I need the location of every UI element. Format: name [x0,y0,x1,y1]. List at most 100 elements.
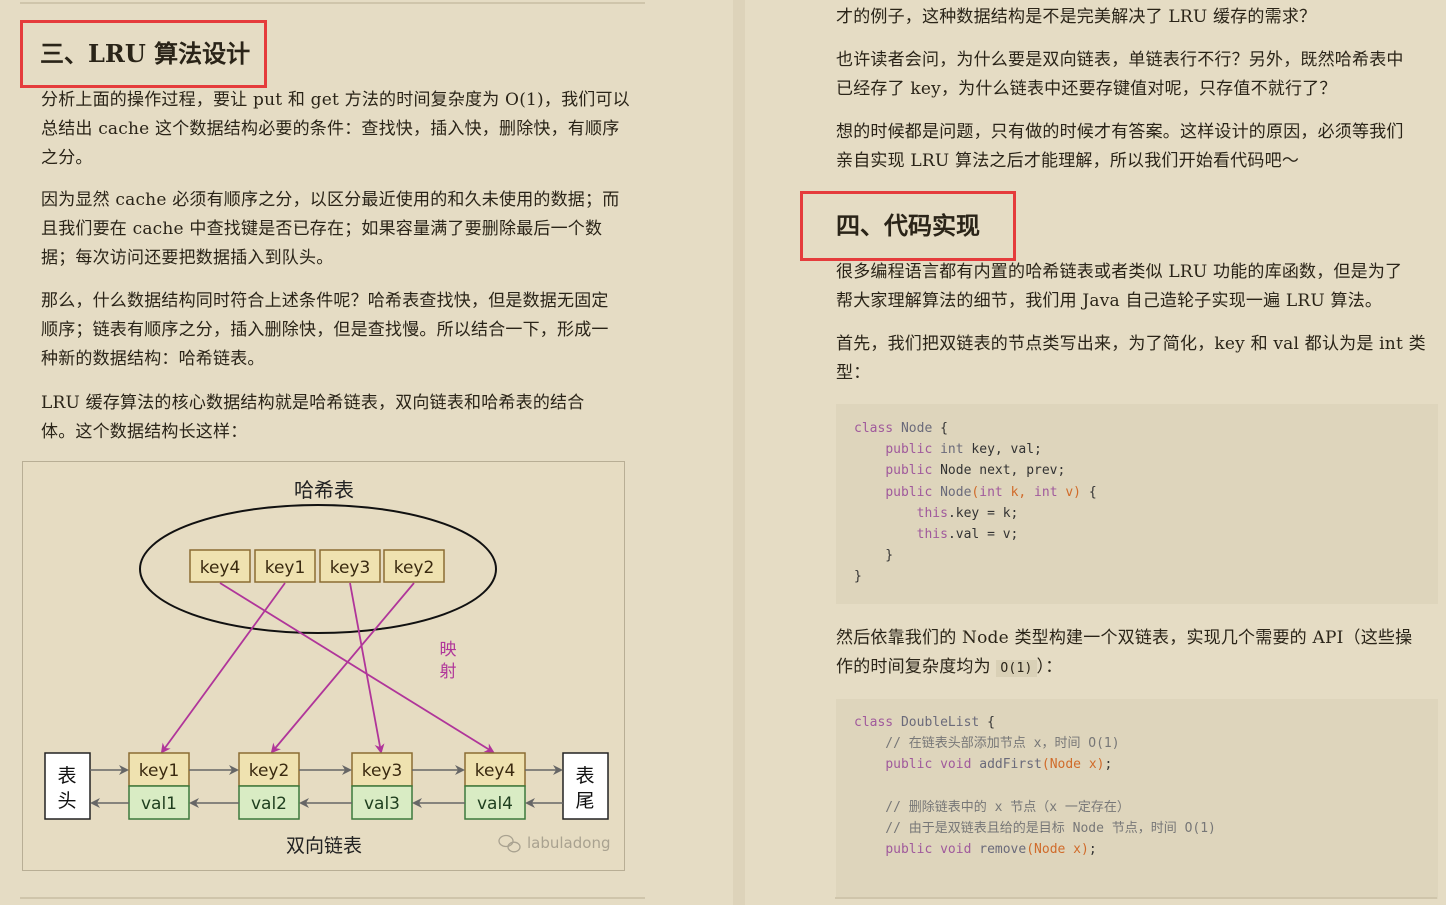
node-key: key2 [249,761,290,781]
hash-key-box: key1 [254,549,316,583]
head-label-2: 头 [57,790,76,812]
list-node: key1 val1 [128,752,190,820]
section-heading-4: 四、代码实现 [836,211,980,240]
code-line: public Node(int k, int v) { [885,484,1097,500]
inline-code: O(1) [996,660,1037,677]
hash-table-title: 哈希表 [294,478,354,502]
code-line: public Node next, prev; [885,463,1066,479]
text-line: 体。这个数据结构长这样： [41,422,248,442]
section-heading-box-4 [800,191,1016,261]
bottom-rule-right [835,897,1437,899]
mapping-label-1: 映 [440,640,457,660]
text-line: 且我们要在 cache 中查找键是否已存在；如果容量满了要删除最后一个数 [41,219,603,239]
node-val: val3 [364,794,400,814]
mapping-label-2: 射 [440,662,457,682]
left-para-2: 因为显然 cache 必须有顺序之分，以区分最近使用的和久未使用的数据；而 且我… [41,186,619,273]
hash-table-ellipse [139,504,497,634]
node-key: key3 [362,761,403,781]
hash-key-label: key3 [330,558,371,578]
right-para-5: 然后依靠我们的 Node 类型构建一个双链表，实现几个需要的 API（这些操 作… [836,624,1412,683]
text-line: LRU 缓存算法的核心数据结构就是哈希链表，双向链表和哈希表的结合 [41,393,585,413]
text-span: ）： [1036,657,1063,677]
text-line: 那么，什么数据结构同时符合上述条件呢？哈希表查找快，但是数据无固定 [41,291,609,311]
watermark: labuladong [498,834,610,853]
list-tail: 表 尾 [562,752,609,820]
text-line: 据；每次访问还要把数据插入到队头。 [41,248,334,268]
node-val: val2 [251,794,287,814]
map-arrow [349,582,385,754]
hash-key-box: key4 [189,549,251,583]
text-line: 因为显然 cache 必须有顺序之分，以区分最近使用的和久未使用的数据；而 [41,190,620,210]
right-para-1: 也许读者会问，为什么要是双向链表，单链表行不行？另外，既然哈希表中 已经存了 k… [836,46,1404,104]
code-line: // 删除链表中的 x 节点（x 一定存在） [854,799,1130,815]
text-line: 才的例子，这种数据结构是不是完美解决了 LRU 缓存的需求？ [836,7,1317,27]
hash-key-label: key1 [265,558,306,578]
text-line: 顺序；链表有顺序之分，插入删除快，但是查找慢。所以结合一下，形成一 [41,320,609,340]
tail-label-2: 尾 [575,790,594,812]
bottom-rule-left [20,897,645,899]
top-rule [20,2,645,4]
left-para-1: 分析上面的操作过程，要让 put 和 get 方法的时间复杂度为 O(1)，我们… [41,86,630,173]
section-heading-box-3 [20,20,267,88]
hash-key-label: key4 [200,558,241,578]
code-line: public void addFirst(Node x); [885,757,1113,773]
node-val: val4 [477,794,513,814]
text-line: 已经存了 key，为什么链表中还要存键值对呢，只存值不就行了？ [836,79,1337,99]
code-line: // 由于是双链表且给的是目标 Node 节点，时间 O(1) [854,821,1216,837]
map-arrow [160,582,286,754]
code-block-node: class Node { public int key, val; public… [836,404,1438,604]
left-para-3: 那么，什么数据结构同时符合上述条件呢？哈希表查找快，但是数据无固定 顺序；链表有… [41,287,609,374]
hash-keys: key4 key1 key3 key2 [189,549,445,583]
text-line: 亲自实现 LRU 算法之后才能理解，所以我们开始看代码吧～ [836,151,1300,171]
head-label-1: 表 [57,765,76,787]
text-line: 型： [836,363,871,383]
text-span: 作的时间复杂度均为 [836,657,997,677]
text-line: 作的时间复杂度均为 O(1)）： [836,653,1412,683]
text-line: 然后依靠我们的 Node 类型构建一个双链表，实现几个需要的 API（这些操 [836,628,1413,648]
hash-key-box: key2 [383,549,445,583]
list-node: key4 val4 [464,752,526,820]
text-line: 帮大家理解算法的细节，我们用 Java 自己造轮子实现一遍 LRU 算法。 [836,291,1383,311]
text-line: 种新的数据结构：哈希链表。 [41,349,265,369]
tail-label-1: 表 [575,765,594,787]
code-line: class Node { [854,421,948,436]
figure-svg: 哈希表 key4 key1 key3 key2 [44,478,610,857]
code-line: public void remove(Node x); [885,842,1097,858]
text-line: 首先，我们把双链表的节点类写出来，为了简化，key 和 val 都认为是 int… [836,334,1426,354]
right-para-2: 想的时候都是问题，只有做的时候才有答案。这样设计的原因，必须等我们 亲自实现 L… [836,118,1404,176]
text-line: 分析上面的操作过程，要让 put 和 get 方法的时间复杂度为 O(1)，我们… [41,90,630,110]
node-key: key1 [139,761,180,781]
text-line: 很多编程语言都有内置的哈希链表或者类似 LRU 功能的库函数，但是为了 [836,262,1403,282]
right-para-0: 才的例子，这种数据结构是不是完美解决了 LRU 缓存的需求？ [836,3,1316,32]
right-para-4: 首先，我们把双链表的节点类写出来，为了简化，key 和 val 都认为是 int… [836,330,1426,388]
text-line: 想的时候都是问题，只有做的时候才有答案。这样设计的原因，必须等我们 [836,122,1404,142]
code-line: class DoubleList { [854,715,995,730]
hash-key-box: key3 [319,549,381,583]
section-heading-3: 三、LRU 算法设计 [40,39,251,68]
node-val: val1 [141,794,177,814]
list-node: key3 val3 [351,752,413,820]
column-gap [733,0,745,905]
list-head: 表 头 [44,752,91,820]
code-block-doublelist: class DoubleList { // 在链表头部添加节点 x，时间 O(1… [836,699,1438,899]
code-line: this.val = v; [916,527,1019,543]
map-arrow [270,582,415,754]
wechat-icon [498,834,521,853]
code-line: public int key, val; [885,442,1042,458]
watermark-text: labuladong [527,834,610,852]
text-line: 之分。 [41,148,93,168]
list-node: key2 val2 [238,752,300,820]
text-line: 也许读者会问，为什么要是双向链表，单链表行不行？另外，既然哈希表中 [836,50,1404,70]
text-line: 总结出 cache 这个数据结构必要的条件：查找快，插入快，删除快，有顺序 [41,119,620,139]
code-line: this.key = k; [916,505,1019,521]
left-para-4: LRU 缓存算法的核心数据结构就是哈希链表，双向链表和哈希表的结合 体。这个数据… [41,389,584,447]
right-para-3: 很多编程语言都有内置的哈希链表或者类似 LRU 功能的库函数，但是为了 帮大家理… [836,258,1402,316]
hash-key-label: key2 [394,558,435,578]
linked-list-title: 双向链表 [286,835,362,857]
mapping-arrows [160,582,495,754]
code-line: } [854,569,862,585]
node-key: key4 [475,761,516,781]
code-line: // 在链表头部添加节点 x，时间 O(1) [854,736,1120,752]
hash-linked-list-figure: 哈希表 key4 key1 key3 key2 [22,461,625,871]
code-line: } [854,548,894,564]
